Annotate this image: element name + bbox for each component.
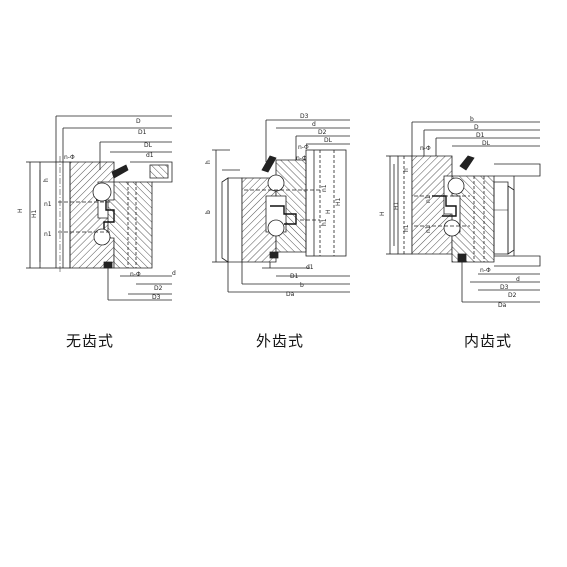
- dim-label-H: H: [17, 208, 24, 213]
- dim-label-h: h: [403, 168, 410, 172]
- dim-label-Da: Da: [498, 302, 507, 309]
- drawing-internal-gear: [386, 121, 541, 303]
- dim-label-H1: H1: [393, 201, 400, 210]
- dim-label-n1-b: n1: [425, 225, 432, 233]
- dim-label-d: d: [172, 270, 176, 277]
- dim-label-nphi-top: n-Φ: [64, 154, 75, 161]
- dim-label-D2: D2: [154, 285, 163, 292]
- dim-label-D3: D3: [152, 294, 161, 301]
- dim-label-DL: DL: [144, 142, 153, 149]
- dim-label-n1: n1: [321, 184, 328, 192]
- caption-internal-gear: 内齿式: [464, 332, 513, 350]
- dim-label-h: h: [43, 178, 50, 182]
- dim-label-H: H: [379, 211, 386, 216]
- caption-no-gear: 无齿式: [66, 332, 115, 350]
- dim-label-D1: D1: [138, 129, 147, 136]
- inner-ring-section: [107, 181, 153, 269]
- dim-label-DL: DL: [324, 137, 333, 144]
- dim-label-DL: DL: [482, 140, 491, 147]
- gear-teeth-section: [227, 177, 243, 263]
- dim-label-D3: D3: [300, 113, 309, 120]
- dim-label-D1: D1: [290, 273, 299, 280]
- dim-label-nphi-b: n-Φ: [296, 155, 307, 162]
- ball-upper: [267, 174, 285, 192]
- dim-label-H: H: [325, 209, 332, 214]
- dim-label-D: D: [136, 118, 141, 125]
- dim-label-D: D: [474, 124, 479, 131]
- outer-ring-section: [241, 177, 277, 263]
- dim-label-d1: d1: [306, 264, 314, 271]
- dim-label-nphi-bottom: n-Φ: [480, 267, 491, 274]
- dim-label-H1: H1: [31, 209, 38, 218]
- dim-label-D1: D1: [476, 132, 485, 139]
- drawing-external-gear: [212, 119, 350, 293]
- dim-label-b-bottom: b: [300, 282, 304, 289]
- ball-lower: [93, 228, 111, 246]
- dim-label-h1: h1: [321, 218, 328, 226]
- dim-label-n1-a: n1: [44, 201, 52, 208]
- dim-label-n1-a: n1: [425, 195, 432, 203]
- dim-label-H1: H1: [335, 197, 342, 206]
- labels-external-gear: D3 d D2 DL n-Φ n-Φ n1 H H1 h1 h b d1 D1 …: [205, 113, 342, 298]
- labels-internal-gear: b D D1 DL n-Φ H H1 h1 h n1 n1 n-Φ d D3 D…: [379, 116, 520, 309]
- dim-label-h1: h1: [403, 224, 410, 232]
- dim-label-D2: D2: [508, 292, 517, 299]
- dim-label-nphi-a: n-Φ: [298, 144, 309, 151]
- dim-label-d1: d1: [146, 152, 154, 159]
- dim-label-nphi-bottom: n-Φ: [130, 271, 141, 278]
- drawing-no-gear: [26, 115, 173, 301]
- ball-upper: [447, 177, 465, 195]
- dim-label-n1-b: n1: [44, 231, 52, 238]
- dim-label-nphi-top: n-Φ: [420, 145, 431, 152]
- outer-ring-section: [69, 161, 115, 269]
- dim-label-d: d: [516, 276, 520, 283]
- ball-lower: [443, 219, 461, 237]
- dim-label-b-left: b: [205, 210, 212, 214]
- dim-label-Da: Da: [286, 291, 295, 298]
- caption-external-gear: 外齿式: [256, 332, 305, 350]
- outer-ring-section: [411, 155, 453, 255]
- dim-label-D2: D2: [318, 129, 327, 136]
- ball-upper: [92, 182, 112, 202]
- dim-label-D3: D3: [500, 284, 509, 291]
- ball-lower: [267, 219, 285, 237]
- dim-label-d: d: [312, 121, 316, 128]
- gear-teeth-section: [493, 181, 509, 255]
- labels-no-gear: D D1 DL d1 n-Φ n1 n1 H H1 h n-Φ d D2 D3: [17, 118, 176, 301]
- dim-label-b: b: [470, 116, 474, 123]
- dim-label-h: h: [205, 160, 212, 164]
